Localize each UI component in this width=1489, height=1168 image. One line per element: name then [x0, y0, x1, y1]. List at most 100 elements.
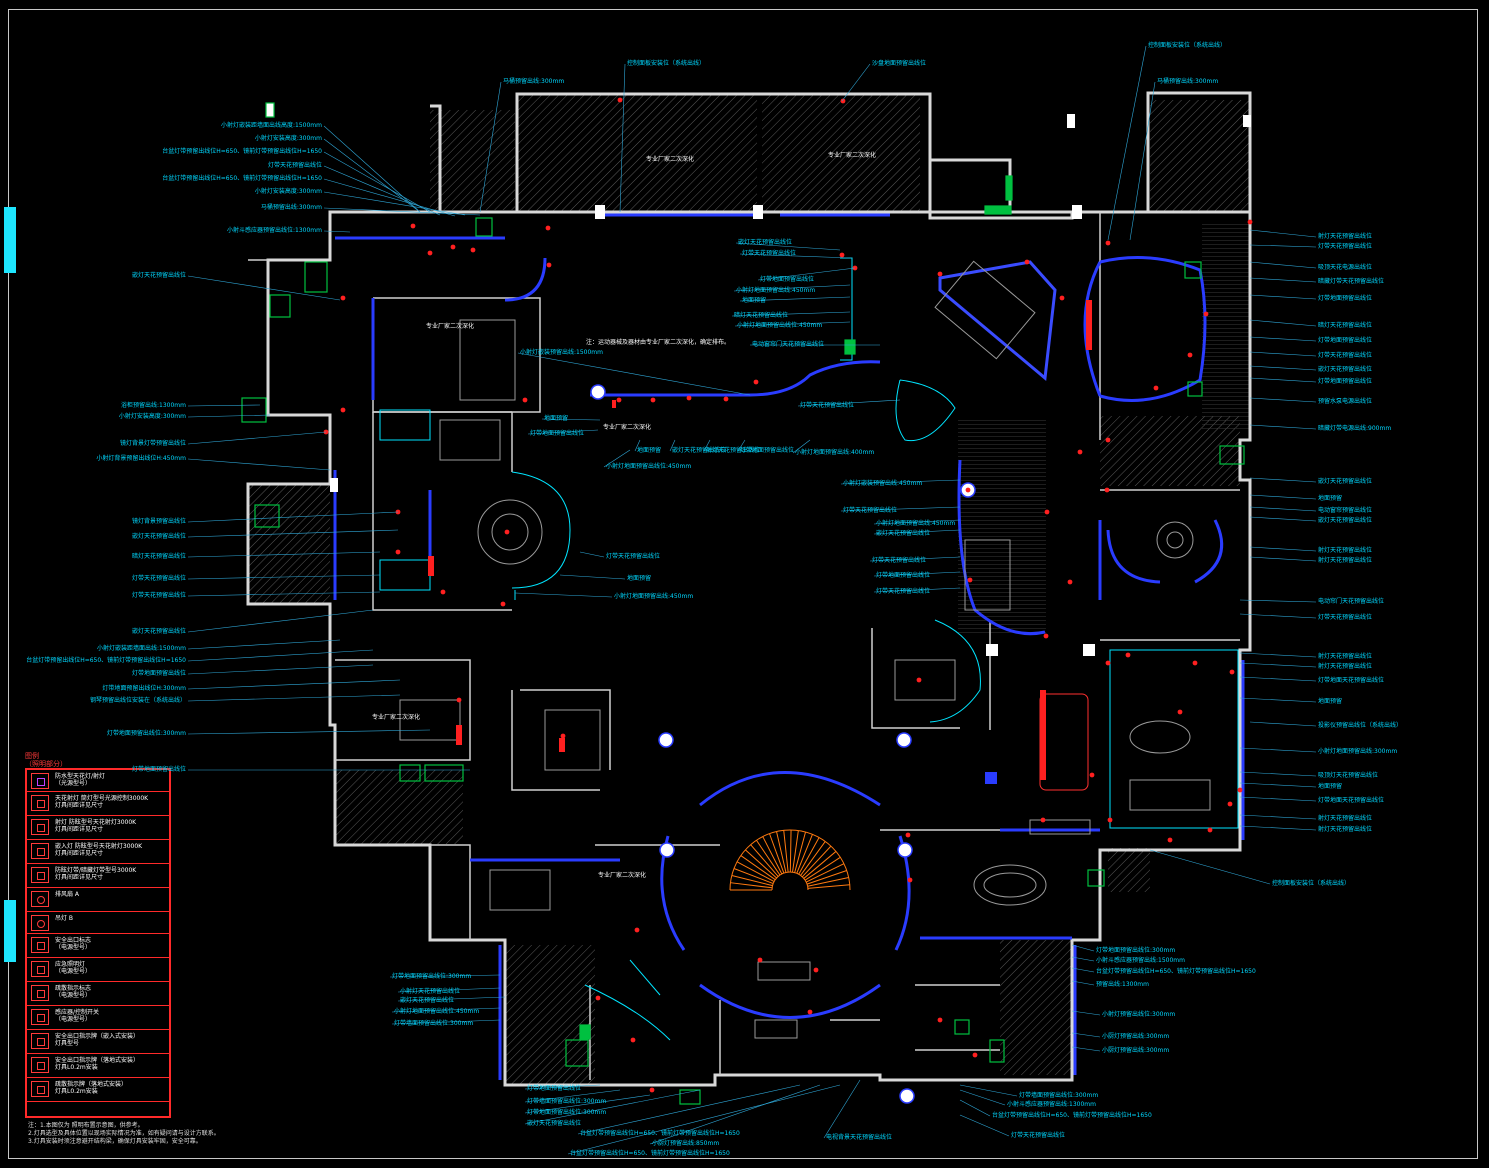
leader-line: [619, 63, 626, 213]
annotation-label: 小厨灯预留出线:300mm: [1102, 1047, 1170, 1054]
annotation-label: 小射斗感应器预留出线:1500mm: [1096, 957, 1185, 964]
stair-tread: [801, 845, 832, 878]
annotation-label: 灯带地面预留出线位:300mm: [392, 973, 472, 980]
outlet-marker: [545, 225, 551, 231]
legend-header: 图例 （照明部分）: [25, 752, 67, 768]
annotation-label: 镜灯背景预留出线位: [131, 518, 186, 525]
leader-line: [397, 987, 501, 993]
legend-row-text: 防水型天花灯/射灯 （光源型号）: [55, 773, 106, 787]
leader-line: [873, 587, 961, 593]
stair-tread: [796, 834, 813, 874]
stair-tread: [731, 874, 773, 887]
leader-line: [187, 275, 341, 301]
annotation-label: 灯带地面预留出线位: [1318, 378, 1373, 385]
outlet-marker: [1105, 660, 1111, 666]
sanitary-fixtures: [241, 102, 1245, 1105]
outlet-marker: [1207, 827, 1213, 833]
downlight-icon: [31, 795, 49, 811]
outlet-marker: [1044, 509, 1050, 515]
annotation-label: 嵌灯天花预留出线位: [131, 533, 186, 540]
leader-line: [1249, 546, 1317, 552]
outlet-marker: [560, 733, 566, 739]
legend-row-text: 应急照明灯 （电源型号）: [55, 961, 92, 975]
leader-line: [1129, 81, 1156, 241]
annotation-label: 嵌灯天花预留出线位: [876, 530, 931, 537]
annotation-label: 嵌灯天花预留出线位: [527, 1120, 582, 1127]
outlet-marker: [1227, 801, 1233, 807]
leader-line: [1249, 244, 1317, 248]
outlet-marker: [500, 601, 506, 607]
leader-line: [1239, 782, 1317, 788]
outlet-marker: [1177, 709, 1183, 715]
outlet-marker: [1203, 311, 1209, 317]
checkbox-icon: [31, 961, 49, 977]
outlet-marker: [395, 549, 401, 555]
leader-line: [703, 439, 711, 452]
annotation-label: 嵌灯天花预留出线位: [1318, 478, 1373, 485]
annotation-label: 小射灯地面预留出线:400mm: [795, 449, 875, 456]
spotlight-icon: [31, 819, 49, 835]
leader-line: [187, 551, 381, 558]
left-cyan-tab-top[interactable]: [4, 207, 16, 273]
leader-line: [187, 458, 331, 471]
left-cyan-tab-bottom[interactable]: [4, 900, 16, 962]
column: [658, 732, 674, 748]
annotation-label: 嵌灯天花预留出线位: [672, 447, 727, 454]
interior-partitions: [248, 212, 1240, 1080]
legend-row-text: 安全出口指示牌（嵌入式安装） 灯具型号: [55, 1033, 140, 1047]
annotation-label: 射灯天花预留出线位: [1318, 815, 1373, 822]
room-label: 专业厂家二次深化: [372, 714, 421, 721]
leader-line: [1249, 494, 1317, 500]
annotation-label: 小射灯嵌装预留出线:1500mm: [520, 349, 603, 356]
annotation-label: 小射灯嵌装距墙面出线:1500mm: [97, 645, 186, 652]
outlet-markers: [323, 97, 1253, 1093]
leader-line: [734, 321, 851, 327]
leader-line: [1249, 277, 1317, 283]
annotation-label: 暗灯天花预留出线位: [131, 553, 186, 560]
stair-tread: [804, 856, 841, 881]
legend-symbol-mark: [37, 778, 45, 786]
leader-line: [1249, 397, 1317, 403]
fixture-strip: [1086, 300, 1092, 350]
annotation-label: 台盆灯带预留出线位H=650、镜前灯带预留出线位H=1650: [26, 657, 186, 664]
leader-line: [1071, 967, 1095, 973]
legend-row-text: 天花射灯 筒灯型号光源控制3000K 灯具间距详见尺寸: [55, 795, 149, 809]
leader-line: [187, 679, 401, 690]
stair-tread: [762, 836, 783, 875]
leader-line: [1239, 599, 1317, 603]
annotation-label: 灯带天花预留出线位: [1318, 243, 1373, 250]
legend-symbol-mark: [37, 920, 45, 928]
annotation-label: 电动帘门天花预留出线位: [1318, 598, 1385, 605]
outlet-marker: [907, 877, 913, 883]
outlet-marker: [595, 995, 601, 1001]
leader-line: [479, 81, 502, 213]
annotation-label: 灯带地面预留出线位:300mm: [1096, 947, 1176, 954]
stair-tread: [733, 868, 774, 885]
annotation-label: 小射灯嵌装预留出线:450mm: [843, 480, 923, 487]
annotation-label: 暗藏灯带电源出线:900mm: [1318, 425, 1392, 432]
room-label: 注：运动器械及器材由专业厂家二次深化，确定排布。: [586, 339, 731, 346]
legend-symbol-mark: [37, 848, 45, 856]
outlet-marker: [1059, 295, 1065, 301]
fixture-strip: [456, 725, 462, 745]
room-label: 专业厂家二次深化: [646, 156, 695, 163]
leader-line: [823, 1079, 861, 1139]
leader-line: [1239, 825, 1317, 831]
stair-tread: [740, 855, 776, 881]
fixture-strip: [559, 738, 565, 752]
leader-line: [1239, 771, 1317, 777]
annotation-label: 灯带墙面预留出线位:300mm: [394, 1020, 474, 1027]
outlet-marker: [1192, 660, 1198, 666]
annotation-label: 台盆灯带预留出线位H=650、镜前灯带预留出线位H=1650: [162, 148, 322, 155]
leader-line: [187, 664, 374, 675]
legend-table: 防水型天花灯/射灯 （光源型号） 天花射灯 筒灯型号光源控制3000K 灯具间距详…: [25, 768, 171, 1118]
annotation-label: 灯带地面预留出线位: [760, 276, 815, 283]
legend-symbol-mark: [37, 1086, 45, 1094]
annotation-label: 灯带地面预留出线位: [1318, 337, 1373, 344]
exterior-walls: [246, 91, 1252, 1087]
outlet-marker: [1237, 787, 1243, 793]
legend-row-text: 疏散指示标志 （电源型号）: [55, 985, 92, 999]
annotation-label: 地面预留: [627, 575, 652, 582]
annotation-label: 小射灯地面预留出线位:450mm: [606, 463, 692, 470]
